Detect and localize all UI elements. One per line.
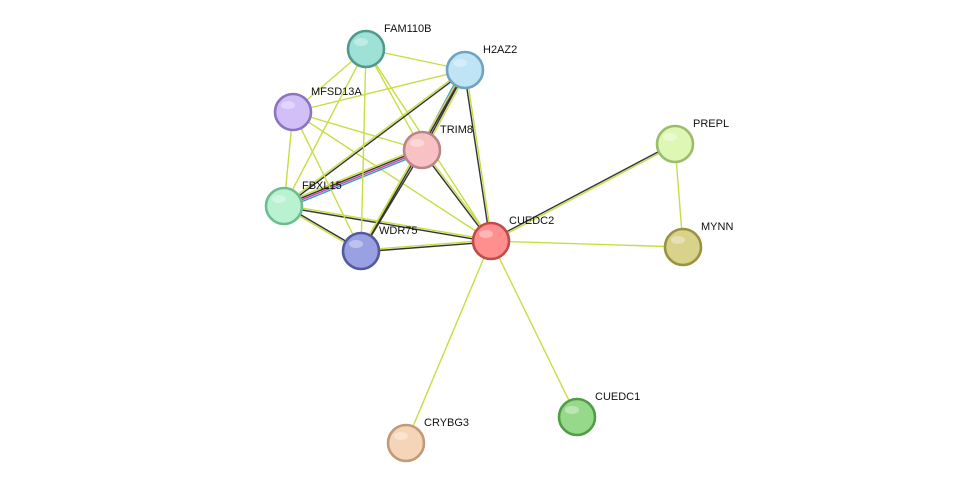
node-prepl[interactable]: PREPL bbox=[655, 118, 729, 164]
edge-line-coexpression bbox=[283, 148, 422, 206]
edge-fam110b-fbxl15 bbox=[283, 48, 367, 207]
node-cuedc1[interactable]: CUEDC1 bbox=[557, 391, 640, 437]
edge-line-textmining bbox=[284, 204, 492, 241]
node-highlight-crybg3 bbox=[394, 432, 408, 440]
node-highlight-cuedc2 bbox=[479, 230, 493, 238]
node-highlight-wdr75 bbox=[349, 240, 363, 248]
edge-line-textmining bbox=[292, 111, 492, 242]
edge-mfsd13a-wdr75 bbox=[292, 111, 362, 252]
node-circle-crybg3[interactable] bbox=[386, 423, 426, 463]
edge-cuedc2-wdr75 bbox=[360, 239, 492, 253]
node-highlight-fbxl15 bbox=[272, 195, 286, 203]
node-highlight-mfsd13a bbox=[281, 101, 295, 109]
node-circle-prepl[interactable] bbox=[655, 124, 695, 164]
edge-cuedc2-h2az2 bbox=[463, 69, 493, 242]
edge-cuedc2-crybg3 bbox=[405, 240, 492, 444]
node-label-cuedc2: CUEDC2 bbox=[509, 215, 554, 227]
node-highlight-prepl bbox=[663, 133, 677, 141]
edge-h2az2-fbxl15 bbox=[283, 68, 466, 208]
node-circle-cuedc2[interactable] bbox=[471, 221, 511, 261]
edge-line-coexpression bbox=[361, 241, 492, 253]
edge-trim8-mfsd13a bbox=[292, 111, 423, 151]
edge-line-textmining bbox=[360, 239, 491, 251]
node-circle-wdr75[interactable] bbox=[341, 231, 381, 271]
edge-line-textmining bbox=[491, 144, 676, 243]
edge-line-textmining bbox=[292, 111, 423, 151]
node-mfsd13a[interactable]: MFSD13A bbox=[273, 86, 362, 132]
edge-line-experiments bbox=[284, 150, 423, 208]
edge-line-coexpression bbox=[463, 70, 491, 242]
node-highlight-fam110b bbox=[354, 38, 368, 46]
node-wdr75[interactable]: WDR75 bbox=[341, 225, 418, 271]
edge-line-textmining bbox=[405, 240, 492, 444]
node-label-wdr75: WDR75 bbox=[379, 225, 418, 237]
edge-line-textmining bbox=[360, 48, 367, 252]
node-circle-h2az2[interactable] bbox=[445, 50, 485, 90]
edge-line-textmining bbox=[282, 146, 422, 205]
edge-line-textmining bbox=[465, 69, 493, 241]
node-circle-trim8[interactable] bbox=[402, 130, 442, 170]
edge-line-textmining bbox=[292, 69, 466, 113]
node-circle-fbxl15[interactable] bbox=[264, 186, 304, 226]
node-circle-fam110b[interactable] bbox=[346, 29, 386, 69]
node-highlight-cuedc1 bbox=[565, 406, 579, 414]
node-mynn[interactable]: MYNN bbox=[663, 221, 733, 267]
node-highlight-h2az2 bbox=[453, 59, 467, 67]
node-cuedc2[interactable]: CUEDC2 bbox=[471, 215, 554, 261]
node-label-cuedc1: CUEDC1 bbox=[595, 391, 640, 403]
node-crybg3[interactable]: CRYBG3 bbox=[386, 417, 469, 463]
node-circle-cuedc1[interactable] bbox=[557, 397, 597, 437]
node-label-fbxl15: FBXL15 bbox=[302, 180, 342, 192]
network-nodes: CUEDC2 TRIM8 H2AZ2 FAM110B MFSD13A FBXL15WDR7… bbox=[264, 23, 733, 463]
edge-line-coexpression bbox=[284, 70, 466, 208]
edge-h2az2-mfsd13a bbox=[292, 69, 466, 113]
edge-cuedc2-cuedc1 bbox=[490, 240, 578, 418]
edge-line-textmining bbox=[490, 240, 684, 248]
node-highlight-trim8 bbox=[410, 139, 424, 147]
edge-line-coexpression bbox=[490, 142, 675, 241]
node-fbxl15[interactable]: FBXL15 bbox=[264, 180, 342, 226]
edge-cuedc2-mynn bbox=[490, 240, 684, 248]
node-highlight-mynn bbox=[671, 236, 685, 244]
edge-line-coexpression bbox=[283, 206, 491, 243]
edge-fam110b-wdr75 bbox=[360, 48, 367, 252]
edge-cuedc2-mfsd13a bbox=[292, 111, 492, 242]
node-label-prepl: PREPL bbox=[693, 118, 729, 130]
node-circle-mfsd13a[interactable] bbox=[273, 92, 313, 132]
node-fam110b[interactable]: FAM110B bbox=[346, 23, 432, 69]
node-label-trim8: TRIM8 bbox=[440, 124, 473, 136]
edge-line-textmining bbox=[490, 240, 578, 418]
edge-line-curated bbox=[284, 151, 424, 210]
node-label-h2az2: H2AZ2 bbox=[483, 44, 517, 56]
node-label-mfsd13a: MFSD13A bbox=[311, 86, 362, 98]
node-label-fam110b: FAM110B bbox=[384, 23, 432, 35]
node-trim8[interactable]: TRIM8 bbox=[402, 124, 473, 170]
edge-line-textmining bbox=[283, 48, 367, 207]
edge-line-textmining bbox=[283, 68, 465, 206]
node-label-mynn: MYNN bbox=[701, 221, 733, 233]
edge-trim8-fbxl15 bbox=[282, 146, 424, 210]
node-label-crybg3: CRYBG3 bbox=[424, 417, 469, 429]
edge-cuedc2-prepl bbox=[490, 142, 676, 243]
edge-cuedc2-fbxl15 bbox=[283, 204, 492, 243]
node-h2az2[interactable]: H2AZ2 bbox=[445, 44, 517, 90]
node-circle-mynn[interactable] bbox=[663, 227, 703, 267]
edge-line-textmining bbox=[292, 111, 362, 252]
